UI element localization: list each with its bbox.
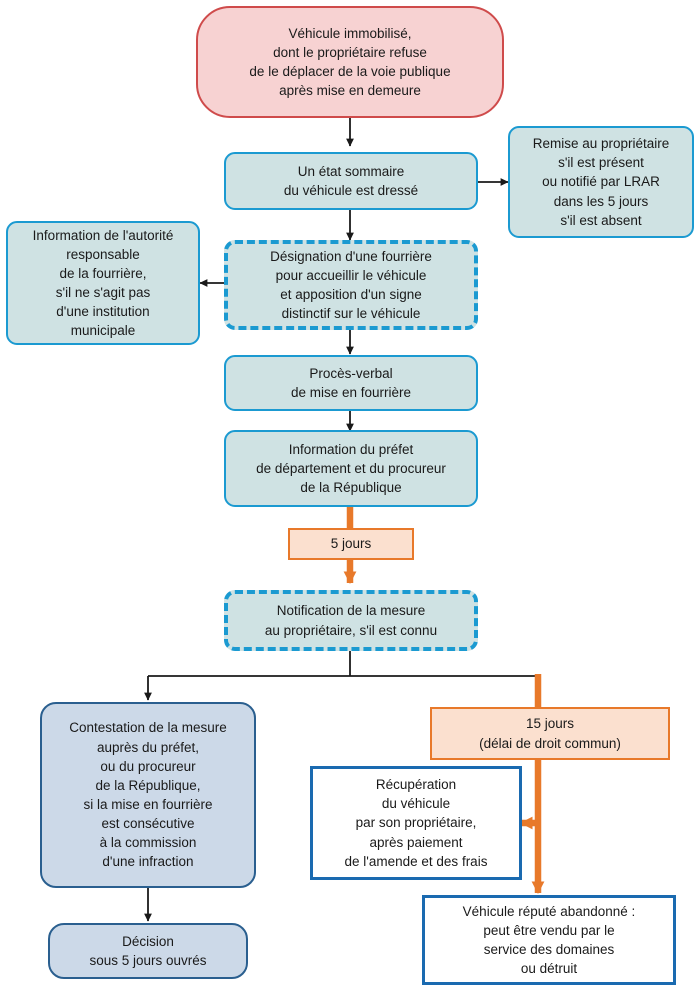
node-information-prefet-label: Information du préfet de département et …	[256, 441, 446, 496]
node-information-autorite-label: Information de l'autorité responsable de…	[32, 227, 174, 339]
node-etat-sommaire[interactable]: Un état sommaire du véhicule est dressé	[224, 152, 478, 210]
node-vehicule-abandonne[interactable]: Véhicule réputé abandonné : peut être ve…	[422, 895, 676, 985]
node-designation-fourriere-label: Désignation d'une fourrière pour accueil…	[270, 248, 432, 322]
node-proces-verbal[interactable]: Procès-verbal de mise en fourrière	[224, 355, 478, 411]
edge-notification-split-bus	[144, 651, 538, 701]
node-remise-proprietaire[interactable]: Remise au propriétaire s'il est présent …	[508, 126, 694, 238]
node-notification-mesure-label: Notification de la mesure au propriétair…	[264, 603, 438, 638]
node-notification-mesure[interactable]: Notification de la mesure au propriétair…	[224, 590, 478, 651]
node-start-label: Véhicule immobilisé, dont le propriétair…	[249, 25, 451, 99]
node-proces-verbal-label: Procès-verbal de mise en fourrière	[290, 365, 412, 400]
node-information-prefet[interactable]: Information du préfet de département et …	[224, 430, 478, 507]
node-etat-sommaire-label: Un état sommaire du véhicule est dressé	[283, 163, 419, 198]
node-information-autorite[interactable]: Information de l'autorité responsable de…	[6, 221, 200, 345]
node-start[interactable]: Véhicule immobilisé, dont le propriétair…	[196, 6, 504, 118]
node-delai-5-jours[interactable]: 5 jours	[288, 528, 414, 560]
edge-delai-15-jours-to-recuperation	[520, 760, 542, 830]
node-designation-fourriere[interactable]: Désignation d'une fourrière pour accueil…	[224, 240, 478, 330]
node-delai-15-jours[interactable]: 15 jours (délai de droit commun)	[430, 707, 670, 760]
node-recuperation[interactable]: Récupération du véhicule par son proprié…	[310, 766, 522, 880]
node-decision-label: Décision sous 5 jours ouvrés	[89, 933, 207, 968]
node-delai-5-jours-label: 5 jours	[330, 536, 372, 552]
node-vehicule-abandonne-label: Véhicule réputé abandonné : peut être ve…	[462, 903, 636, 977]
node-delai-15-jours-label: 15 jours (délai de droit commun)	[479, 716, 621, 751]
node-remise-proprietaire-label: Remise au propriétaire s'il est présent …	[532, 136, 670, 228]
node-contestation-label: Contestation de la mesure auprès du préf…	[69, 720, 227, 870]
node-recuperation-label: Récupération du véhicule par son proprié…	[344, 777, 488, 869]
node-decision[interactable]: Décision sous 5 jours ouvrés	[48, 923, 248, 979]
node-contestation[interactable]: Contestation de la mesure auprès du préf…	[40, 702, 256, 888]
